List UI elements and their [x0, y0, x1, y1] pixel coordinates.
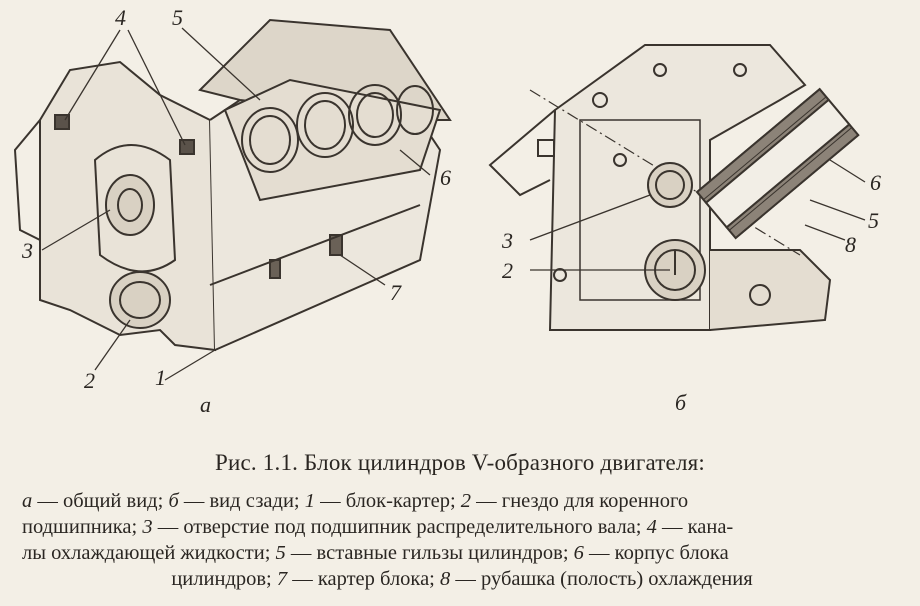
callout-1: 1: [155, 365, 166, 390]
callout-2-rear: 2: [502, 258, 513, 283]
figure-caption-legend: а — общий вид; б — вид сзади; 1 — блок-к…: [22, 488, 902, 592]
callout-5-rear: 5: [868, 208, 879, 233]
callout-6-rear: 6: [870, 170, 881, 195]
callout-7: 7: [390, 280, 402, 305]
panel-b-label: б: [675, 390, 687, 415]
caption-index: б: [168, 490, 179, 512]
caption-index: а: [22, 490, 33, 512]
callout-2: 2: [84, 368, 95, 393]
caption-line: а — общий вид; б — вид сзади; 1 — блок-к…: [22, 490, 689, 512]
callout-8-rear: 8: [845, 232, 856, 257]
figure-panel-a: 4 5 6 3 2 1 7 а: [0, 0, 470, 430]
caption-line: лы охлаждающей жидкости; 5 — вставные ги…: [22, 542, 729, 564]
caption-index: 4: [646, 516, 657, 538]
caption-index: 3: [142, 516, 153, 538]
figure-panel-b: 6 5 8 3 2 б: [470, 0, 920, 430]
callout-3-rear: 3: [501, 228, 513, 253]
caption-index: 6: [573, 542, 584, 564]
callout-6: 6: [440, 165, 451, 190]
callout-5: 5: [172, 5, 183, 30]
engine-block-general-view-drawing: 4 5 6 3 2 1 7 а: [13, 5, 452, 417]
caption-index: 2: [460, 490, 472, 512]
engine-block-rear-view-drawing: 6 5 8 3 2 б: [488, 44, 881, 415]
panel-a-label: а: [200, 392, 211, 417]
caption-index: 8: [440, 568, 451, 590]
caption-index: 7: [276, 568, 288, 590]
caption-line: подшипника; 3 — отверстие под подшипник …: [22, 516, 734, 538]
caption-line: цилиндров; 7 — картер блока; 8 — рубашка…: [171, 568, 753, 590]
callout-4: 4: [115, 5, 126, 30]
caption-index: 5: [275, 542, 286, 564]
caption-index: 1: [304, 490, 315, 512]
callout-3: 3: [21, 238, 33, 263]
figure-caption-title: Рис. 1.1. Блок цилиндров V-образного дви…: [215, 450, 705, 475]
